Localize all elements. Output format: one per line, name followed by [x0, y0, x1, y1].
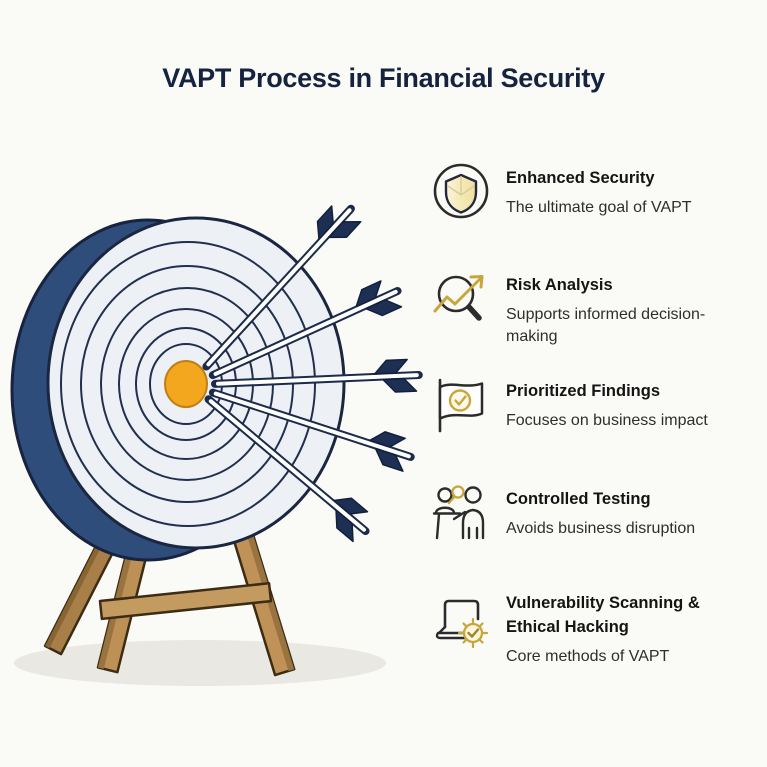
arrow: [204, 395, 370, 543]
risk-trend-magnifier-icon: [433, 275, 484, 321]
benefit-title: Risk Analysis: [506, 276, 613, 294]
arrow: [208, 388, 415, 472]
benefit-subtitle: Core methods of VAPT: [506, 647, 670, 665]
benefit-title: Vulnerability Scanning & Ethical Hacking: [506, 594, 700, 636]
arrow: [208, 280, 403, 380]
people-collaboration-icon: [432, 485, 485, 540]
benefit-row-enhanced-security: Enhanced Security The ultimate goal of V…: [432, 160, 752, 220]
bullseye: [164, 360, 208, 408]
arrow: [202, 204, 362, 371]
benefit-row-controlled-testing: Controlled Testing Avoids business disru…: [432, 481, 752, 541]
flag-check-icon: [438, 378, 484, 433]
page-title: VAPT Process in Financial Security: [162, 63, 605, 94]
laptop-scan-icon: [435, 599, 489, 649]
arrows: [202, 204, 423, 543]
benefit-title: Enhanced Security: [506, 169, 655, 187]
arrow: [210, 358, 423, 393]
ground-shadow: [14, 640, 386, 686]
dartboard-illustration: [10, 204, 423, 686]
benefit-title: Controlled Testing: [506, 490, 651, 508]
shield-circle-icon: [433, 163, 489, 219]
benefit-subtitle: Supports informed decision-making: [506, 305, 706, 346]
benefit-row-risk-analysis: Risk Analysis Supports informed decision…: [432, 267, 752, 349]
benefit-row-prioritized-findings: Prioritized Findings Focuses on business…: [432, 373, 752, 433]
benefit-subtitle: The ultimate goal of VAPT: [506, 198, 692, 216]
benefit-title: Prioritized Findings: [506, 382, 661, 400]
easel-crossbar: [98, 581, 273, 621]
benefit-row-vulnerability-scanning: Vulnerability Scanning & Ethical Hacking…: [432, 585, 752, 668]
benefit-subtitle: Focuses on business impact: [506, 411, 708, 429]
benefit-subtitle: Avoids business disruption: [506, 519, 696, 537]
